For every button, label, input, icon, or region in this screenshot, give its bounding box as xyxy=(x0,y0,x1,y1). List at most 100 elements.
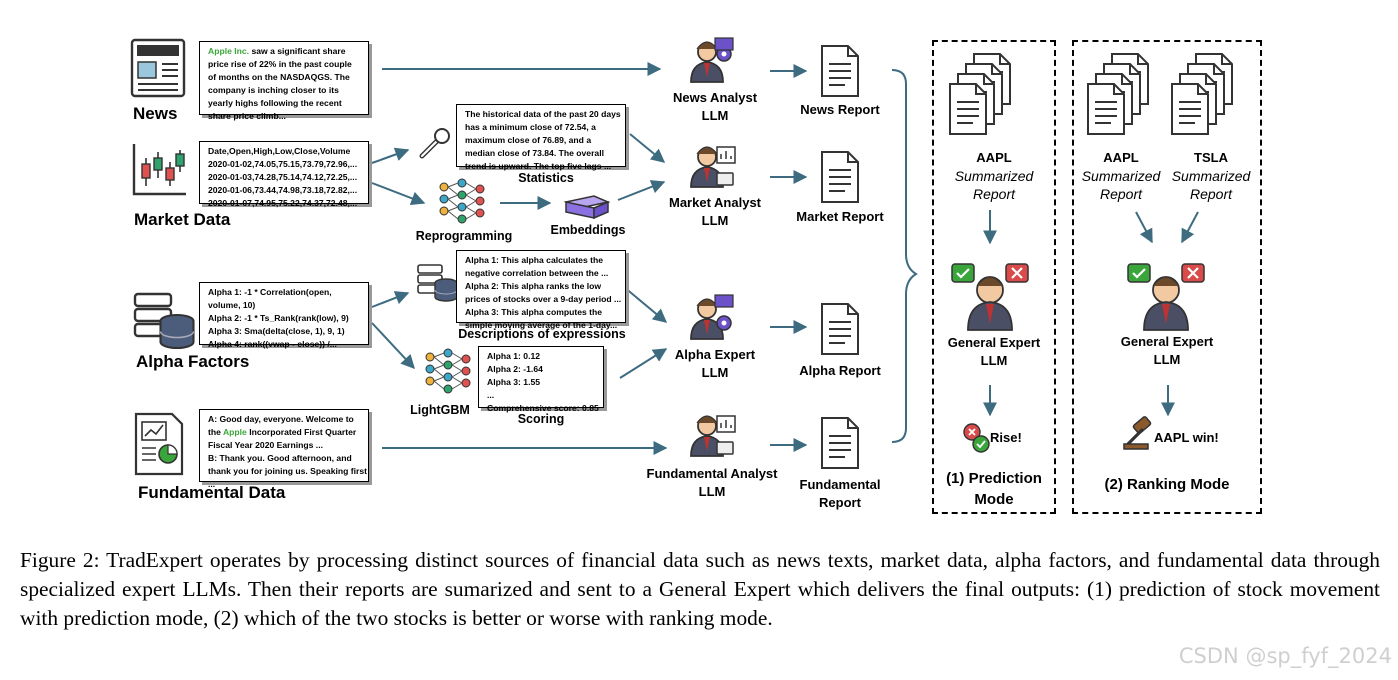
figure-caption: Figure 2: TradExpert operates by process… xyxy=(20,548,1380,630)
news-text-box: Apple Inc. saw a significant share price… xyxy=(199,41,369,121)
ranking-expert-name: General Expert xyxy=(1120,334,1214,349)
ranking-summarized: Summarized xyxy=(1081,168,1161,184)
alpha-factors-box: Alpha 1: -1 * Correlation(open, volume, … xyxy=(199,282,369,349)
wrench-icon xyxy=(419,128,450,159)
fundamental-analyst-label: Fundamental Analyst LLM xyxy=(637,465,787,501)
embeddings-label: Embeddings xyxy=(550,223,626,237)
market-line: 2020-01-03,74.28,75.14,74.12,72.25,... xyxy=(208,172,358,182)
news-analyst-name: News Analyst xyxy=(672,90,758,105)
description-line: simple moving average of the 1-day... xyxy=(465,320,618,330)
scoring-caption: Scoring xyxy=(517,412,565,426)
market-report-doc-icon xyxy=(821,151,859,203)
fundamental-data-source-label: Fundamental Data xyxy=(138,483,286,502)
ranking-ticker-tsla: TSLA xyxy=(1194,150,1228,165)
fundamental-analyst-name: Fundamental Analyst xyxy=(646,466,778,481)
alpha-expert-llm: LLM xyxy=(701,365,729,380)
statistics-caption: Statistics xyxy=(518,171,574,185)
ranking-tsla-summary-label: TSLA Summarized Report xyxy=(1166,149,1256,203)
fundamental-report-doc-icon xyxy=(821,417,859,469)
ranking-mode-title: (2) Ranking Mode xyxy=(1104,476,1230,493)
database-server-icon xyxy=(133,292,195,350)
news-report-label: News Report xyxy=(800,102,880,117)
watermark: CSDN @sp_fyf_2024 xyxy=(1178,644,1392,668)
descriptions-caption: Descriptions of expressions xyxy=(458,327,626,341)
merge-brace xyxy=(891,69,918,443)
rise-result-icon xyxy=(963,423,990,453)
ranking-report-word: Report xyxy=(1099,186,1143,202)
prediction-mode-title: (1) Prediction Mode xyxy=(934,468,1054,510)
description-line: Alpha 2: This alpha ranks the low xyxy=(465,281,602,291)
fundamental-report-line: Report xyxy=(819,495,861,510)
fundamental-company-name: Apple xyxy=(222,427,247,437)
market-analyst-llm: LLM xyxy=(701,213,729,228)
fundamental-data-box: A: Good day, everyone. Welcome to the Ap… xyxy=(199,409,369,489)
news-analyst-label: News Analyst LLM xyxy=(645,89,785,125)
prediction-expert-name: General Expert xyxy=(947,335,1041,350)
scoring-line: Comprehensive score: 0.85 xyxy=(487,403,599,413)
alpha-expert-icon xyxy=(690,294,734,340)
ranking-report-word: Report xyxy=(1189,186,1233,202)
newspaper-icon xyxy=(130,38,186,98)
scoring-line: Alpha 1: 0.12 xyxy=(487,351,541,361)
prediction-summary-label: AAPL Summarized Report xyxy=(934,149,1054,203)
news-report-doc-icon xyxy=(821,45,859,97)
ranking-summarized: Summarized xyxy=(1171,168,1251,184)
news-line: company is inching closer to its xyxy=(208,85,339,95)
alpha-report-label: Alpha Report xyxy=(799,363,881,378)
ranking-result-label: AAPL win! xyxy=(1154,430,1219,445)
statistics-line: has a minimum close of 72.54, a xyxy=(465,122,596,132)
alpha-expert-name: Alpha Expert xyxy=(674,347,756,362)
financial-report-icon xyxy=(134,412,184,476)
fundamental-line: thank you for joining us. Speaking first xyxy=(208,466,367,476)
market-data-box: Date,Open,High,Low,Close,Volume 2020-01-… xyxy=(199,141,369,208)
prediction-summarized: Summarized xyxy=(954,168,1034,184)
fundamental-line: B: Thank you. Good afternoon, and xyxy=(208,453,352,463)
statistics-line: The historical data of the past 20 days xyxy=(465,109,621,119)
statistics-line: median close of 73.84. The overall xyxy=(465,148,604,158)
ranking-ticker-aapl: AAPL xyxy=(1103,150,1139,165)
prediction-expert-label: General Expert LLM xyxy=(934,334,1054,370)
market-analyst-icon xyxy=(690,146,736,188)
fundamental-analyst-icon xyxy=(690,415,736,457)
alpha-line: Alpha 2: -1 * Ts_Rank(rank(low), 9) xyxy=(208,313,349,323)
descriptions-box: Alpha 1: This alpha calculates the negat… xyxy=(456,250,626,330)
market-line: 2020-01-02,74.05,75.15,73.79,72.96,... xyxy=(208,159,358,169)
lightgbm-label: LightGBM xyxy=(410,403,470,417)
prediction-mode-title-line: (1) Prediction xyxy=(946,470,1042,487)
fundamental-report-label: Fundamental Report xyxy=(780,476,900,512)
news-company-name: Apple Inc. xyxy=(208,46,250,56)
statistics-box: The historical data of the past 20 days … xyxy=(456,104,626,171)
diagram-canvas xyxy=(130,37,1233,476)
fundamental-line: Fiscal Year 2020 Earnings ... xyxy=(208,440,323,450)
news-line: of months on the NASDAQGS. The xyxy=(208,72,350,82)
database-server-icon-small xyxy=(417,264,458,302)
description-line: Alpha 1: This alpha calculates the xyxy=(465,255,604,265)
fundamental-line: A: Good day, everyone. Welcome to xyxy=(208,414,354,424)
candlestick-chart-icon xyxy=(132,144,186,196)
alpha-line: Alpha 3: Sma(delta(close, 1), 9, 1) xyxy=(208,326,345,336)
fundamental-analyst-llm: LLM xyxy=(698,484,726,499)
ranking-mode-panel xyxy=(1072,40,1262,514)
news-analyst-icon xyxy=(690,37,734,83)
market-line: Date,Open,High,Low,Close,Volume xyxy=(208,146,351,156)
market-line: 2020-01-06,73.44,74.98,73.18,72.82,... xyxy=(208,185,358,195)
fundamental-line-pre: the xyxy=(208,427,223,437)
flow-arrows xyxy=(371,62,1199,455)
prediction-ticker: AAPL xyxy=(976,150,1012,165)
reprogramming-label: Reprogramming xyxy=(415,229,513,243)
market-data-source-label: Market Data xyxy=(134,210,231,229)
description-line: negative correlation between the ... xyxy=(465,268,609,278)
gavel-icon xyxy=(1123,416,1152,450)
alpha-report-doc-icon xyxy=(821,303,859,355)
news-line: price rise of 22% in the past couple xyxy=(208,59,352,69)
alpha-factors-source-label: Alpha Factors xyxy=(136,352,250,371)
lightgbm-network-icon xyxy=(425,348,471,394)
scoring-line: ... xyxy=(487,390,495,400)
ranking-expert-label: General Expert LLM xyxy=(1107,333,1227,369)
news-line: yearly highs following the recent xyxy=(208,98,342,108)
scoring-line: Alpha 3: 1.55 xyxy=(487,377,541,387)
fundamental-line-post: Incorporated First Quarter xyxy=(246,427,357,437)
alpha-expert-label: Alpha Expert LLM xyxy=(645,346,785,382)
prediction-expert-llm: LLM xyxy=(980,353,1008,368)
statistics-line: maximum close of 76.89, and a xyxy=(465,135,592,145)
